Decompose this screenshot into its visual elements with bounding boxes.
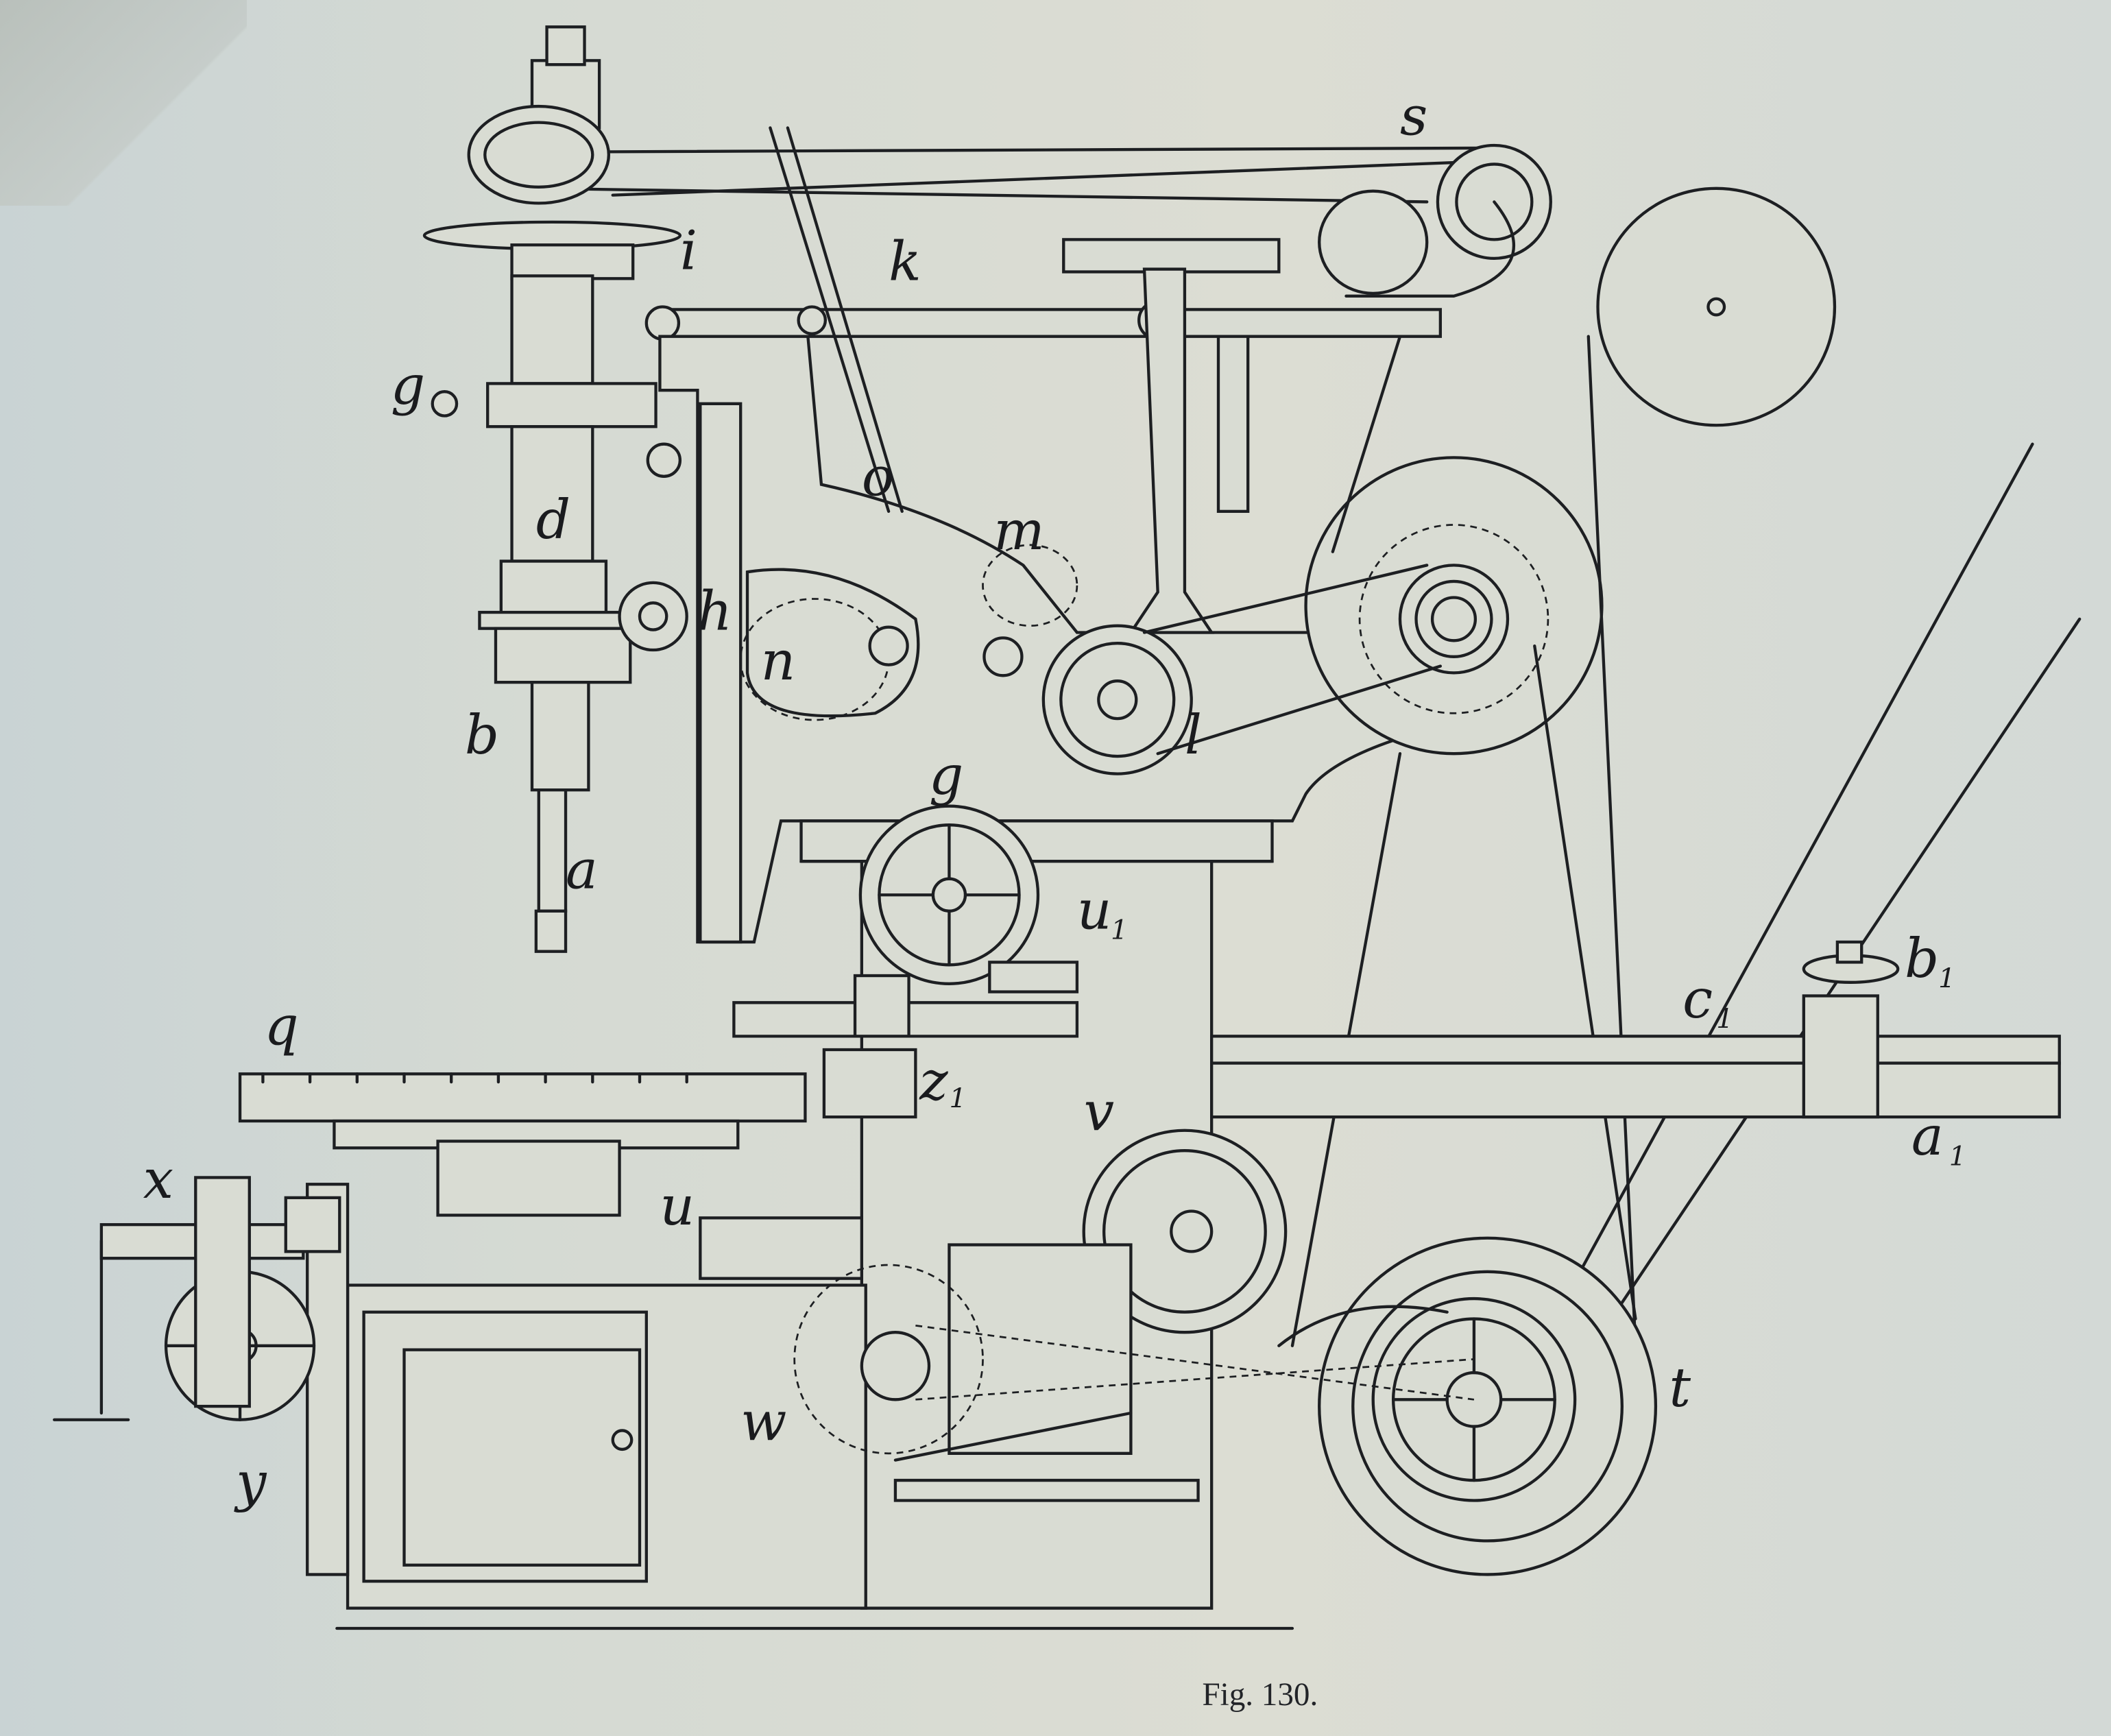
label-z1: z	[919, 1050, 948, 1113]
lower-drive	[793, 1129, 1658, 1576]
label-d: d	[536, 488, 570, 551]
figure-caption: Fig. 130.	[1202, 1677, 1318, 1713]
label-g-top: g	[391, 354, 425, 417]
label-c1: c	[1682, 967, 1713, 1030]
label-w: w	[740, 1390, 786, 1453]
label-u1: u	[1077, 878, 1112, 941]
overhead-countershaft	[1062, 143, 1837, 634]
label-s: s	[1400, 84, 1427, 147]
label-o: o	[862, 445, 894, 508]
knee-and-rods	[732, 940, 2061, 1119]
spindle-head	[431, 274, 688, 953]
label-y: y	[234, 1451, 267, 1514]
spindle-top-pulley	[422, 25, 682, 280]
label-g-wheel: g	[929, 744, 963, 807]
label-u1-subscript: 1	[1111, 915, 1128, 946]
label-z1-subscript: 1	[949, 1083, 966, 1114]
label-l: l	[1185, 703, 1202, 767]
label-x: x	[143, 1148, 173, 1211]
machine-base	[306, 1183, 1294, 1630]
feed-handwheel	[53, 1176, 341, 1421]
work-table	[238, 1072, 864, 1280]
label-b: b	[465, 703, 499, 767]
page-corner-shadow	[0, 0, 247, 206]
label-a1-subscript: 1	[1949, 1142, 1966, 1172]
label-v: v	[1084, 1081, 1114, 1144]
label-i: i	[680, 219, 697, 282]
label-n: n	[761, 629, 796, 692]
label-b1: b	[1905, 927, 1939, 990]
label-k: k	[889, 230, 921, 293]
label-b1-subscript: 1	[1938, 964, 1955, 995]
part-labels: s i k g o d m h n l b g a u 1 q z 1 v u …	[143, 84, 1966, 1513]
label-q: q	[264, 994, 298, 1057]
label-u: u	[660, 1174, 695, 1238]
overhead-belt	[537, 146, 1482, 204]
cone-pulley	[1041, 456, 1604, 775]
label-c1-subscript: 1	[1716, 1004, 1733, 1035]
label-m: m	[993, 499, 1044, 562]
label-t: t	[1669, 1356, 1691, 1419]
label-a: a	[566, 838, 598, 901]
label-h: h	[697, 580, 732, 643]
label-a1: a	[1911, 1105, 1944, 1168]
